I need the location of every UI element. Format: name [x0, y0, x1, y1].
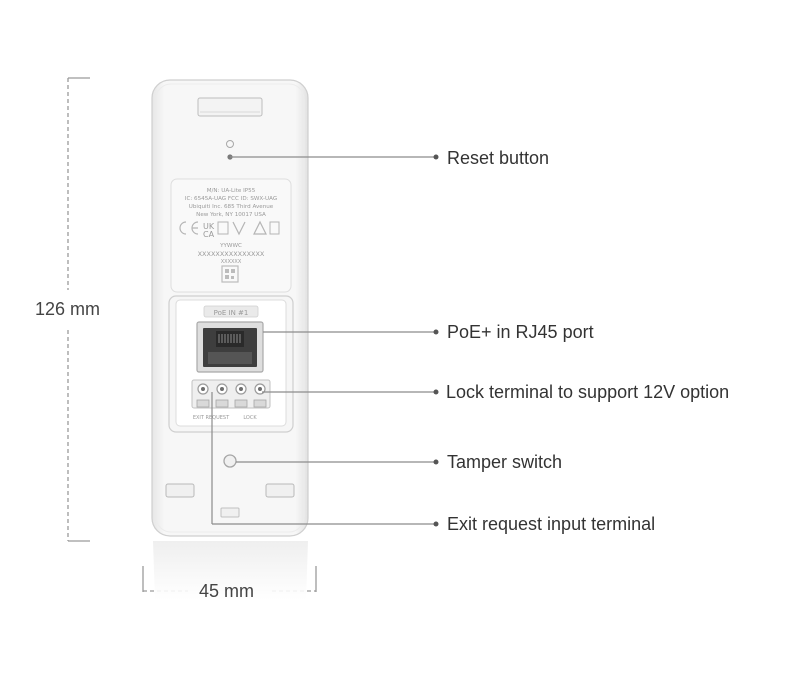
callout-tamper-switch: Tamper switch [447, 452, 563, 472]
mount-slot-right [265, 483, 295, 498]
callout-lock-terminal: Lock terminal to support 12V option [446, 382, 730, 402]
port-label: PoE IN #1 [214, 309, 249, 317]
serial-short: XXXXXX [221, 259, 242, 265]
height-dimension-line [67, 77, 90, 542]
serial-number: XXXXXXXXXXXXXXX [198, 250, 265, 258]
rj45-port-icon [196, 321, 264, 373]
lock-label: LOCK [243, 415, 257, 421]
callout-reset-button: Reset button [447, 148, 550, 168]
date-code: YYWWC [219, 243, 242, 249]
leader-lines [211, 154, 439, 527]
cable-slot [220, 507, 240, 518]
label-plate [170, 178, 292, 293]
label-line-2: IC: 6545A-UAG FCC ID: SWX-UAG [185, 196, 277, 202]
height-dimension-label: 126 mm [35, 299, 101, 319]
label-line-4: New York, NY 10017 USA [196, 212, 266, 218]
svg-text:UK: UK [203, 222, 215, 231]
callout-exit-request: Exit request input terminal [447, 514, 656, 534]
exit-request-label: EXIT REQUEST [193, 415, 230, 421]
qr-code-icon [221, 265, 239, 283]
certification-marks-icon: UK CA [179, 220, 280, 239]
callout-poe-port: PoE+ in RJ45 port [447, 322, 594, 342]
port-label-tab [203, 305, 259, 318]
label-line-3: Ubiquiti Inc. 685 Third Avenue [189, 204, 274, 210]
tamper-switch-icon [223, 454, 237, 468]
label-line-1: M/N: UA-Lite IP55 [207, 188, 256, 194]
svg-text:CA: CA [203, 230, 215, 239]
mount-slot-left [165, 483, 195, 498]
device-reflection [153, 541, 308, 600]
width-dimension-label: 45 mm [199, 581, 255, 601]
